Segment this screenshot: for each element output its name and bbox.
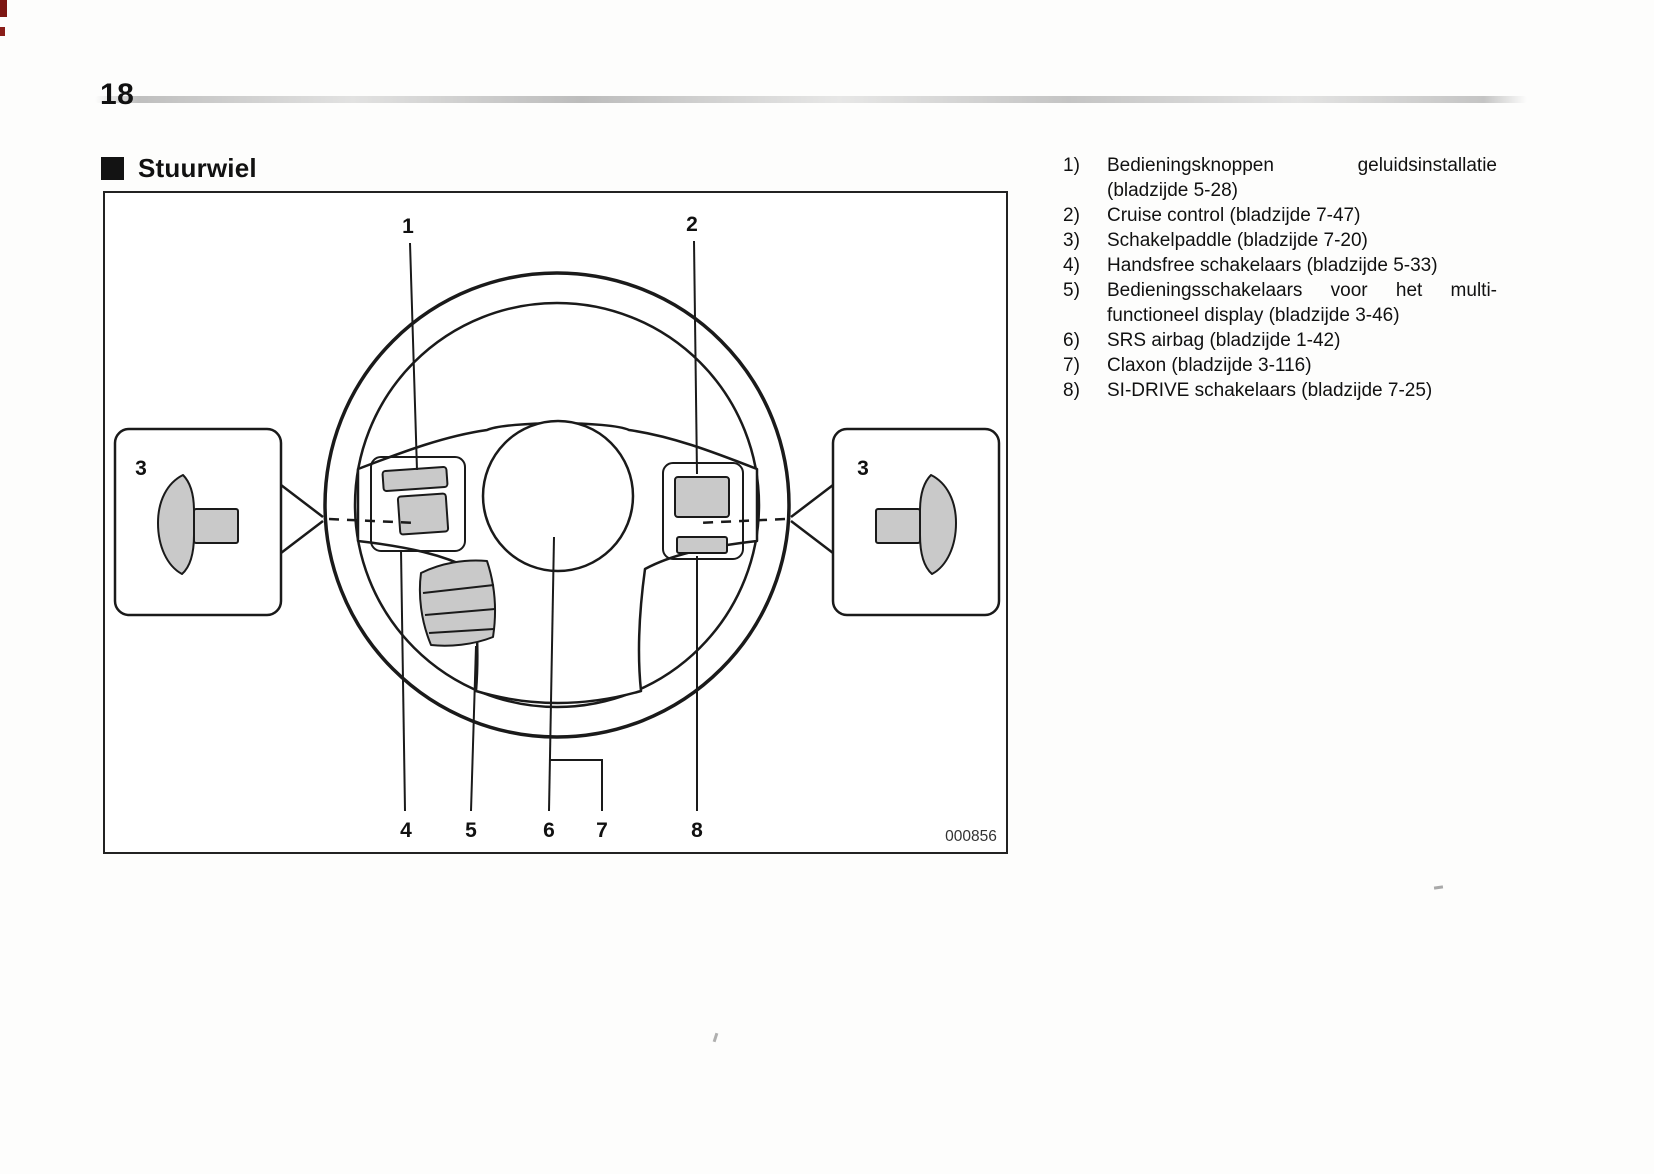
legend-item-number: 4) (1063, 255, 1080, 276)
legend-item-number: 8) (1063, 380, 1080, 401)
si-drive-switches (676, 536, 728, 554)
callout-4: 4 (400, 819, 412, 842)
legend-item: 2) Cruise control (bladzijde 7-47) (1063, 203, 1497, 228)
right-spoke-recess (662, 462, 744, 560)
legend-item: 6) SRS airbag (bladzijde 1-42) (1063, 328, 1497, 353)
legend-item-text: Claxon (bladzijde 3-116) (1107, 355, 1312, 376)
legend-item-number: 3) (1063, 230, 1080, 251)
scan-artifact-streak (95, 96, 1527, 103)
legend-item-number: 5) (1063, 280, 1080, 301)
legend-item: 5) Bedieningsschakelaars voor het multi-… (1063, 278, 1497, 328)
left-spoke-recess (370, 456, 466, 552)
legend-item-number: 7) (1063, 355, 1080, 376)
scan-artifact-red-mark (0, 27, 5, 36)
callout-7: 7 (596, 819, 608, 842)
legend-item-text: SI-DRIVE schakelaars (bladzijde 7-25) (1107, 380, 1433, 401)
page-number: 18 (100, 78, 135, 111)
legend-item: 3) Schakelpaddle (bladzijde 7-20) (1063, 228, 1497, 253)
section-heading: Stuurwiel (101, 153, 257, 184)
scan-artifact-speck (712, 1032, 719, 1043)
switch-pad-divider (424, 608, 496, 616)
legend-item-text: Bedieningsknoppen geluidsinstallatie (bl… (1107, 155, 1497, 201)
callout-6: 6 (543, 819, 555, 842)
paddle-tab (193, 508, 239, 544)
callout-3-right: 3 (857, 457, 869, 480)
legend-list: 1) Bedieningsknoppen geluidsinstallatie … (1063, 153, 1497, 403)
leader-line-2 (693, 240, 698, 475)
legend-item-text: Handsfree schakelaars (bladzijde 5-33) (1107, 255, 1438, 276)
legend-item: 4) Handsfree schakelaars (bladzijde 5-33… (1063, 253, 1497, 278)
pointer-dashed-line (328, 517, 418, 525)
legend-item-text: SRS airbag (bladzijde 1-42) (1107, 330, 1341, 351)
switch-pad-divider (428, 628, 495, 634)
audio-control-buttons (381, 465, 449, 493)
handsfree-switches (396, 492, 450, 536)
callout-2: 2 (686, 213, 698, 236)
legend-item: 1) Bedieningsknoppen geluidsinstallatie … (1063, 153, 1497, 203)
callout-8: 8 (691, 819, 703, 842)
steering-wheel-diagram: 1 2 3 3 4 5 6 7 8 000856 (113, 213, 1001, 845)
legend-item-text: Cruise control (bladzijde 7-47) (1107, 205, 1361, 226)
legend-item-number: 1) (1063, 155, 1080, 176)
cruise-control-buttons (674, 476, 730, 518)
legend-item: 8) SI-DRIVE schakelaars (bladzijde 7-25) (1063, 378, 1497, 403)
pointer-line (280, 520, 324, 554)
callout-3-left: 3 (135, 457, 147, 480)
srs-airbag-pad (481, 419, 635, 573)
paddle-detail-left (113, 427, 418, 617)
scan-artifact-red-mark (0, 0, 7, 17)
multifunction-display-switches (418, 559, 496, 647)
legend-item: 7) Claxon (bladzijde 3-116) (1063, 353, 1497, 378)
shift-paddle (157, 474, 195, 575)
callout-1: 1 (402, 215, 414, 238)
section-title: Stuurwiel (138, 153, 257, 183)
leader-line-5 (470, 645, 477, 812)
figure-code: 000856 (945, 828, 997, 845)
switch-pad-divider (422, 584, 495, 594)
legend-item-number: 6) (1063, 330, 1080, 351)
leader-line-1 (409, 242, 418, 471)
scan-artifact-speck (1433, 885, 1444, 890)
callout-5: 5 (465, 819, 477, 842)
legend-item-text: Bedieningsschakelaars voor het multi-fun… (1107, 280, 1497, 326)
section-bullet-icon (101, 157, 124, 180)
leader-line-6 (548, 536, 555, 812)
steering-wheel-figure: 1 2 3 3 4 5 6 7 8 000856 (103, 191, 1008, 854)
leader-line-7 (550, 759, 603, 811)
leader-line-4 (400, 549, 406, 812)
legend-item-text: Schakelpaddle (bladzijde 7-20) (1107, 230, 1368, 251)
legend-item-number: 2) (1063, 205, 1080, 226)
pointer-line (280, 484, 324, 518)
